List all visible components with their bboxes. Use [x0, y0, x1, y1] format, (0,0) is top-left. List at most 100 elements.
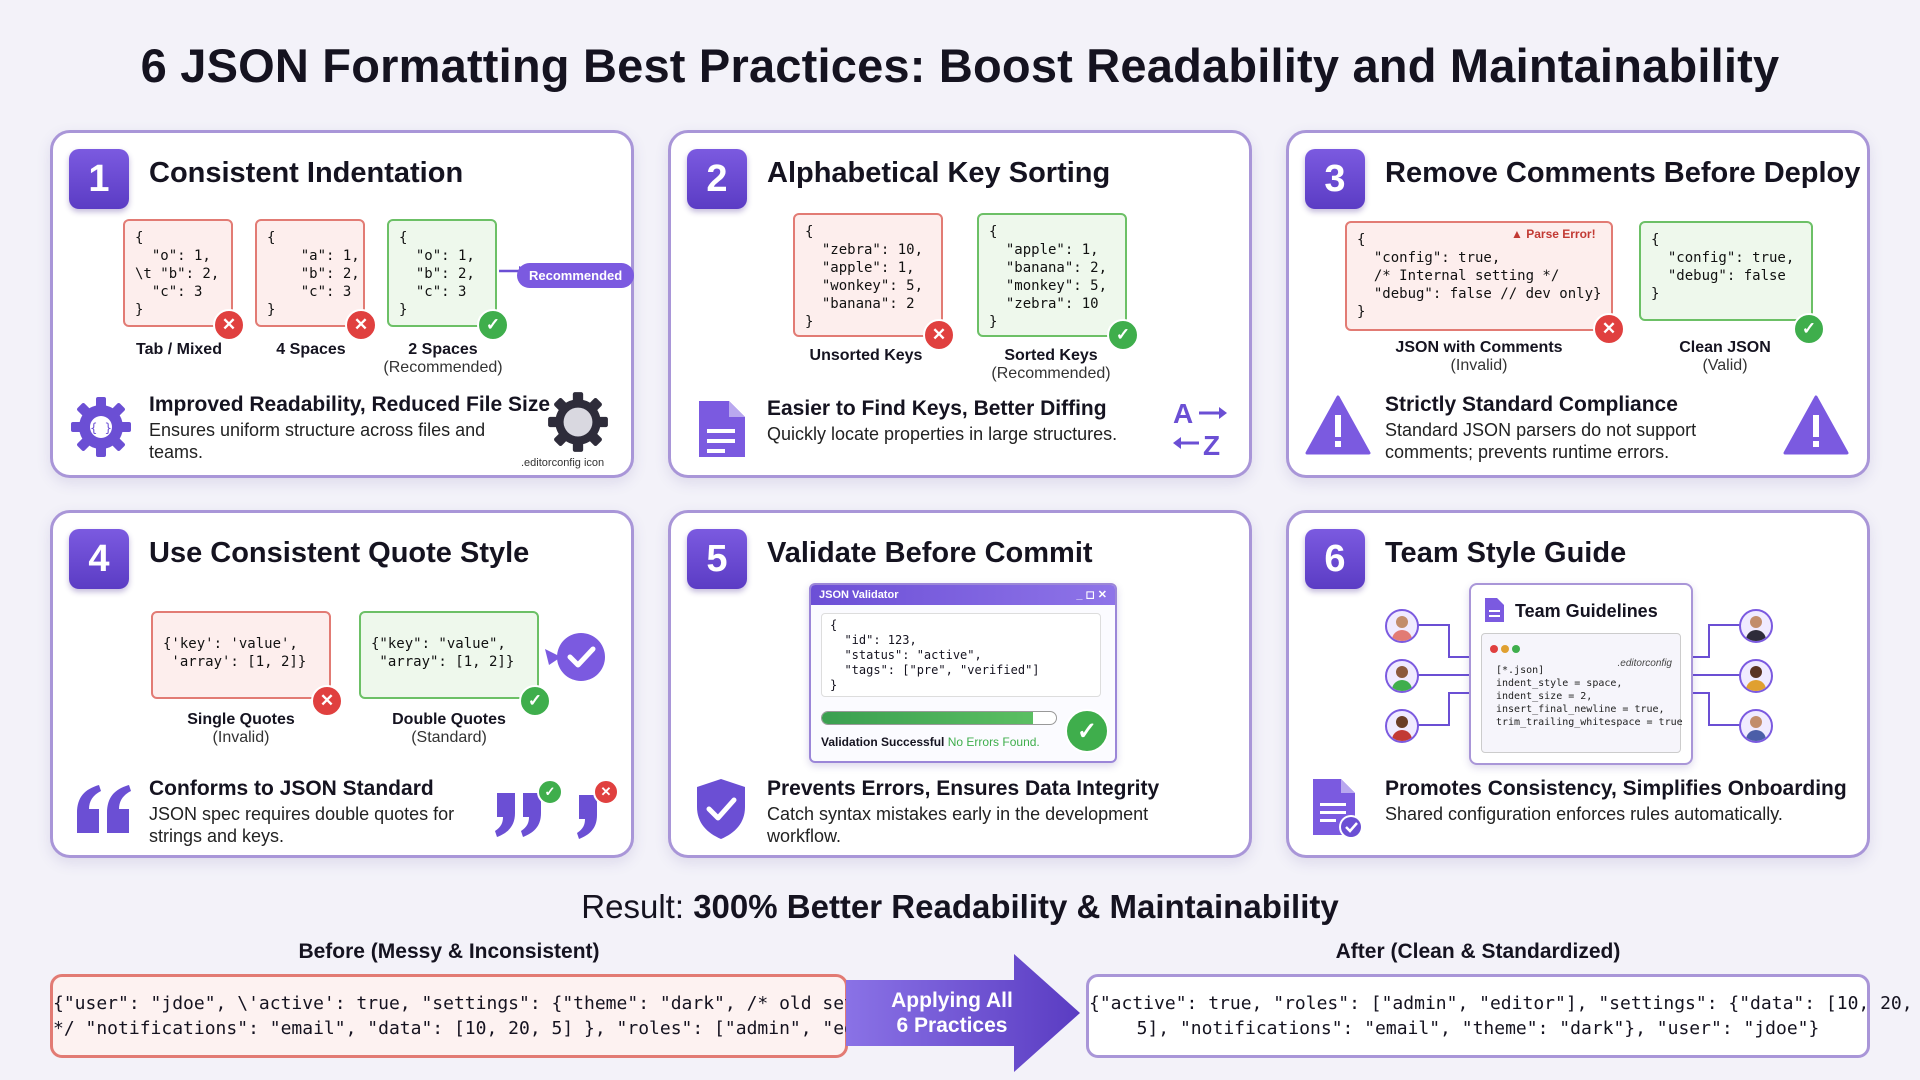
after-label: After (Clean & Standardized): [1335, 940, 1621, 963]
arrow-right-icon: [846, 954, 1080, 1072]
benefit-description: Catch syntax mistakes early in the devel…: [767, 804, 1149, 846]
valid-check-icon: ✓: [1107, 319, 1139, 351]
code-snippet-4-spaces: { "a": 1, "b": 2, "c": 3 }: [255, 219, 365, 327]
snippet-caption: Single Quotes(Invalid): [187, 711, 295, 746]
avatar-icon: [1739, 609, 1773, 643]
card-title: Remove Comments Before Deploy: [1385, 157, 1861, 189]
valid-check-icon: ✓: [537, 779, 563, 805]
file-icon: [1485, 598, 1504, 622]
card-title: Alphabetical Key Sorting: [767, 157, 1111, 189]
code-snippet-clean-json: { "config": true, "debug": false }: [1639, 221, 1813, 321]
gear-icon: { }: [71, 397, 131, 457]
validation-status: Validation Successful No Errors Found.: [821, 735, 1040, 749]
recommended-pill: Recommended: [517, 263, 635, 288]
validator-code: { "id": 123, "status": "active", "tags":…: [821, 613, 1101, 697]
benefit-description: Shared configuration enforces rules auto…: [1385, 804, 1783, 824]
card-title: Use Consistent Quote Style: [149, 537, 530, 569]
benefit-text: Easier to Find Keys, Better Diffing Quic…: [767, 397, 1167, 445]
sort-az-icon: A Z: [1173, 398, 1227, 459]
snippet-caption: Clean JSON(Valid): [1679, 339, 1771, 374]
card-number-badge: 5: [687, 529, 747, 589]
shield-check-icon: [697, 779, 745, 839]
snippet-caption: 2 Spaces(Recommended): [383, 341, 503, 376]
warning-icon: [1783, 395, 1849, 455]
svg-text:Z: Z: [1203, 430, 1220, 459]
invalid-x-icon: ✕: [213, 309, 245, 341]
benefit-title: Strictly Standard Compliance: [1385, 393, 1678, 416]
code-snippet-unsorted-keys: { "zebra": 10, "apple": 1, "wonkey": 5, …: [793, 213, 943, 337]
document-check-icon: [1313, 779, 1363, 839]
svg-text:A: A: [1173, 398, 1193, 429]
invalid-x-icon: ✕: [345, 309, 377, 341]
card-number-badge: 1: [69, 149, 129, 209]
card-consistent-quote-style: 4 Use Consistent Quote Style {'key': 'va…: [50, 510, 634, 858]
valid-check-icon: ✓: [477, 309, 509, 341]
document-icon: [699, 401, 745, 457]
card-validate-before-commit: 5 Validate Before Commit JSON Validator …: [668, 510, 1252, 858]
benefit-text: Improved Readability, Reduced File Size …: [149, 393, 550, 463]
progress-fill: [822, 712, 1033, 724]
benefit-description: Ensures uniform structure across files a…: [149, 420, 486, 462]
card-consistent-indentation: 1 Consistent Indentation { "o": 1, \t "b…: [50, 130, 635, 478]
code-snippet-double-quotes: {"key": "value", "array": [1, 2]}: [359, 611, 539, 699]
invalid-x-icon: ✕: [593, 779, 619, 805]
code-snippet-single-quotes: {'key': 'value', 'array': [1, 2]}: [151, 611, 331, 699]
card-number-badge: 6: [1305, 529, 1365, 589]
card-number-badge: 4: [69, 529, 129, 589]
snippet-caption: JSON with Comments(Invalid): [1395, 339, 1563, 374]
config-code: [*.json] indent_style = space, indent_si…: [1496, 665, 1683, 728]
page-title: 6 JSON Formatting Best Practices: Boost …: [140, 39, 1780, 92]
code-snippet-tab-mixed: { "o": 1, \t "b": 2, "c": 3 }: [123, 219, 233, 327]
warning-icon: [1305, 395, 1371, 455]
snippet-caption: Unsorted Keys: [809, 347, 923, 364]
valid-check-icon: ✓: [1793, 313, 1825, 345]
benefit-text: Strictly Standard Compliance Standard JS…: [1385, 393, 1765, 463]
icon-caption: .editorconfig icon: [521, 457, 605, 469]
benefit-text: Promotes Consistency, Simplifies Onboard…: [1385, 777, 1855, 825]
code-snippet-json-with-comments: { "config": true, /* Internal setting */…: [1345, 221, 1613, 331]
single-quote-icon: [577, 795, 597, 839]
window-controls[interactable]: _ ◻ ✕: [1076, 589, 1107, 601]
valid-check-icon: ✓: [519, 685, 551, 717]
avatar-icon: [1385, 709, 1419, 743]
quote-icon: [77, 785, 131, 833]
benefit-text: Conforms to JSON Standard JSON spec requ…: [149, 777, 489, 847]
svg-text:{ }: { }: [90, 421, 112, 435]
parse-error-label: ▲ Parse Error!: [1511, 227, 1596, 241]
benefit-text: Prevents Errors, Ensures Data Integrity …: [767, 777, 1187, 847]
result-line: Result: 300% Better Readability & Mainta…: [581, 888, 1339, 925]
invalid-x-icon: ✕: [923, 319, 955, 351]
config-editor: .editorconfig [*.json] indent_style = sp…: [1481, 633, 1683, 753]
card-title: Validate Before Commit: [767, 537, 1093, 569]
benefit-title: Easier to Find Keys, Better Diffing: [767, 397, 1107, 420]
before-code-box: {"user": "jdoe", \'active': true, "setti…: [50, 974, 920, 1058]
window-dots: [1490, 640, 1523, 658]
valid-check-icon: ✓: [1065, 709, 1109, 753]
after-code-box: {"active": true, "roles": ["admin", "edi…: [1086, 974, 1913, 1058]
benefit-title: Promotes Consistency, Simplifies Onboard…: [1385, 777, 1847, 800]
connector-lines: [1415, 624, 1743, 726]
team-guidelines-document: Team Guidelines .editorconfig [*.json] i…: [1469, 583, 1693, 765]
benefit-description: Quickly locate properties in large struc…: [767, 424, 1118, 444]
card-title: Team Style Guide: [1385, 537, 1627, 569]
card-remove-comments: 3 Remove Comments Before Deploy { "confi…: [1286, 130, 1870, 478]
validation-progress-bar: [821, 711, 1057, 725]
benefit-title: Prevents Errors, Ensures Data Integrity: [767, 777, 1160, 800]
snippet-caption: Tab / Mixed: [136, 341, 222, 358]
card-title: Consistent Indentation: [149, 157, 464, 189]
code-snippet-sorted-keys: { "apple": 1, "banana": 2, "monkey": 5, …: [977, 213, 1127, 337]
invalid-x-icon: ✕: [311, 685, 343, 717]
double-quote-icon: [495, 793, 541, 837]
validator-window-title: JSON Validator: [819, 589, 899, 601]
benefit-description: Standard JSON parsers do not support com…: [1385, 420, 1697, 462]
card-number-badge: 3: [1305, 149, 1365, 209]
card-alphabetical-key-sorting: 2 Alphabetical Key Sorting { "zebra": 10…: [668, 130, 1252, 478]
snippet-caption: Sorted Keys(Recommended): [991, 347, 1111, 382]
code-snippet-2-spaces: { "o": 1, "b": 2, "c": 3 }: [387, 219, 497, 327]
snippet-caption: Double Quotes(Standard): [392, 711, 506, 746]
avatar-icon: [1385, 609, 1419, 643]
before-label: Before (Messy & Inconsistent): [298, 940, 600, 963]
invalid-x-icon: ✕: [1593, 313, 1625, 345]
snippet-caption: 4 Spaces: [276, 341, 346, 358]
benefit-title: Conforms to JSON Standard: [149, 777, 434, 800]
